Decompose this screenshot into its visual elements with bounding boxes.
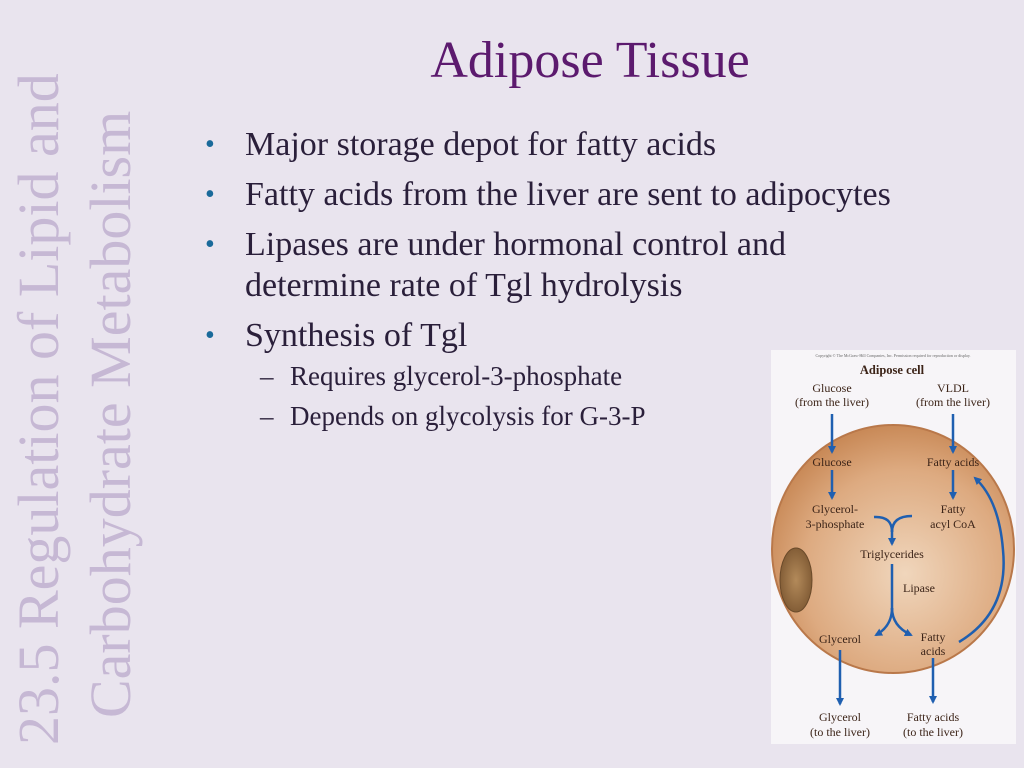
sidebar-title-line2: Carbohydrate Metabolism xyxy=(78,110,143,718)
adipose-cell-diagram: Copyright © The McGraw-Hill Companies, I… xyxy=(771,350,1016,744)
bullet-icon: • xyxy=(205,229,215,260)
label-glycerol: Glycerol xyxy=(819,632,862,646)
pathway-arrows xyxy=(828,414,1005,706)
sub-bullet-text: Depends on glycolysis for G-3-P xyxy=(290,401,646,431)
label-vldl-src: (from the liver) xyxy=(916,395,990,409)
sidebar-title-line1: 23.5 Regulation of Lipid and xyxy=(6,73,71,745)
bullet-icon: • xyxy=(205,179,215,210)
arrow-icon xyxy=(890,607,913,637)
bullet-item: • Lipases are under hormonal control and … xyxy=(205,224,925,306)
label-glucose-src: (from the liver) xyxy=(795,395,869,409)
bullet-list: • Major storage depot for fatty acids • Fa… xyxy=(205,124,905,436)
arrow-icon xyxy=(958,476,1005,644)
copyright-text: Copyright © The McGraw-Hill Companies, I… xyxy=(815,353,970,359)
slide-title: Adipose Tissue xyxy=(430,32,750,89)
bullet-item: • Major storage depot for fatty acids xyxy=(205,124,905,165)
dash-icon: – xyxy=(260,401,274,431)
label-fatty-acyl-coa-2: acyl CoA xyxy=(930,517,976,531)
label-fatty-acids: Fatty acids xyxy=(927,455,980,469)
label-g3p: Glycerol- xyxy=(812,502,858,516)
sub-bullet-text: Requires glycerol-3-phosphate xyxy=(290,361,623,391)
dash-icon: – xyxy=(260,361,274,391)
nucleus xyxy=(779,547,813,613)
label-fatty-acids-out-2: acids xyxy=(921,644,946,658)
label-glycerol-liver-dest: (to the liver) xyxy=(810,725,870,739)
bullet-text: Fatty acids from the liver are sent to a… xyxy=(245,176,891,213)
sub-bullet-item: –Depends on glycolysis for G-3-P xyxy=(205,396,905,436)
bullet-icon: • xyxy=(205,129,215,160)
label-glycerol-liver: Glycerol xyxy=(819,710,862,724)
bullet-text: Major storage depot for fatty acids xyxy=(245,126,717,163)
label-glucose-in: Glucose xyxy=(812,381,851,395)
sub-bullet-item: –Requires glycerol-3-phosphate xyxy=(205,356,905,396)
bullet-icon: • xyxy=(205,320,215,351)
label-fatty-acids-liver: Fatty acids xyxy=(907,710,960,724)
merge-line xyxy=(890,514,913,533)
bullet-item: • Fatty acids from the liver are sent to … xyxy=(205,174,905,215)
label-vldl: VLDL xyxy=(937,381,969,395)
label-fatty-acids-liver-dest: (to the liver) xyxy=(903,725,963,739)
bullet-item: • Synthesis of Tgl xyxy=(205,315,905,356)
bullet-text: Synthesis of Tgl xyxy=(245,317,468,354)
diagram-title: Adipose cell xyxy=(860,363,925,377)
label-fatty-acyl-coa: Fatty xyxy=(941,502,966,516)
label-triglycerides: Triglycerides xyxy=(860,547,924,561)
label-g3p-2: 3-phosphate xyxy=(806,517,865,531)
label-glucose: Glucose xyxy=(812,455,851,469)
pathway-lines xyxy=(873,514,913,610)
bullet-text: Lipases are under hormonal control and d… xyxy=(245,226,786,304)
label-fatty-acids-out: Fatty xyxy=(921,630,946,644)
label-lipase: Lipase xyxy=(903,581,935,595)
